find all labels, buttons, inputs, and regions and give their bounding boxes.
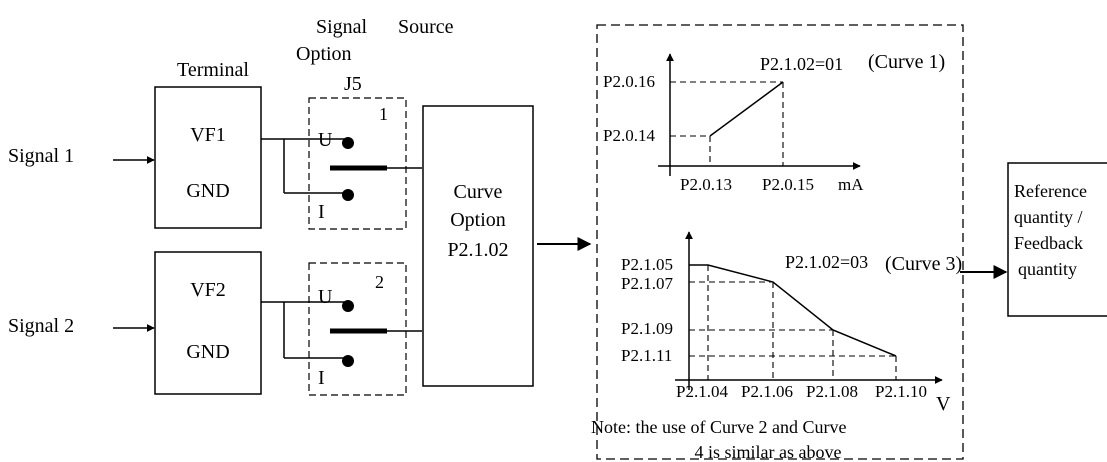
- output-box: [1007, 162, 1107, 317]
- curve-1-x-tick-right: P2.0.15: [762, 175, 814, 194]
- switch-2-number: 2: [375, 272, 384, 292]
- switch-2-voltage-label: U: [318, 286, 333, 308]
- terminal-1-pin-top: VF1: [190, 124, 226, 146]
- output-line-3: Feedback: [1014, 233, 1083, 253]
- terminal-1-box: [154, 86, 262, 229]
- terminal-header: Terminal: [177, 59, 249, 81]
- curve-3-x-tick-2: P2.1.06: [741, 382, 793, 401]
- signal-option-header-line2: Option: [296, 43, 352, 65]
- curve-panel: [596, 24, 964, 460]
- curve-3-y-tick-2: P2.1.07: [621, 274, 673, 293]
- curve-option-line2: Option: [450, 209, 506, 231]
- curve-option-box: [422, 105, 534, 387]
- terminal-2-pin-top: VF2: [190, 279, 226, 301]
- terminal-1-wiring: [261, 138, 422, 194]
- curve-3-x-tick-4: P2.1.10: [875, 382, 927, 401]
- curve-3-x-tick-3: P2.1.08: [806, 382, 858, 401]
- curve-option-line1: Curve: [454, 181, 503, 203]
- switch-1-voltage-contact: [342, 137, 354, 149]
- curve-3-chart: P2.1.05 P2.1.07 P2.1.09 P2.1.11 P2.1.04 …: [621, 231, 962, 415]
- terminal-2-pin-bottom: GND: [186, 341, 229, 363]
- switch-1-current-label: I: [318, 201, 325, 223]
- curve-3-y-tick-1: P2.1.05: [621, 255, 673, 274]
- curve-3-x-unit: V: [936, 393, 951, 415]
- curve-1-line: [709, 81, 784, 137]
- curve-3-y-tick-4: P2.1.11: [621, 346, 672, 365]
- curve-3-setting: P2.1.02=03: [785, 252, 868, 272]
- curve-option-parameter: P2.1.02: [447, 239, 508, 261]
- jumper-label: J5: [344, 73, 362, 95]
- terminal-1-pin-bottom: GND: [186, 180, 229, 202]
- signal-1-label: Signal 1: [8, 145, 74, 167]
- terminal-2-wiring: [261, 301, 422, 359]
- curve-3-line: [689, 264, 897, 357]
- switch-1-current-contact: [342, 189, 354, 201]
- switch-1-jumper-box: [308, 97, 407, 230]
- curve-3-y-tick-3: P2.1.09: [621, 319, 673, 338]
- curve-1-chart: P2.0.16 P2.0.14 P2.0.13 P2.0.15 mA P2.1.…: [603, 51, 945, 194]
- curve-3-x-tick-1: P2.1.04: [676, 382, 728, 401]
- switch-2-jumper-box: [308, 262, 407, 396]
- switch-1-voltage-label: U: [318, 129, 333, 151]
- curve-3-name: (Curve 3): [885, 253, 962, 275]
- switch-1-number: 1: [379, 104, 388, 124]
- curve-1-setting: P2.1.02=01: [760, 54, 843, 74]
- source-header: Source: [398, 16, 454, 38]
- note-line-2: 4 is similar as above: [695, 442, 842, 462]
- switch-2-current-label: I: [318, 367, 325, 389]
- curve-1-y-tick-bottom: P2.0.14: [603, 126, 655, 145]
- output-line-2: quantity /: [1014, 207, 1083, 227]
- switch-2-current-contact: [342, 355, 354, 367]
- note-line-1: Note: the use of Curve 2 and Curve: [591, 417, 846, 437]
- curve-1-y-tick-top: P2.0.16: [603, 72, 655, 91]
- output-line-4: quantity: [1018, 259, 1077, 279]
- curve-1-name: (Curve 1): [868, 51, 945, 73]
- signal-option-header-line1: Signal: [316, 16, 368, 38]
- terminal-2-box: [154, 251, 262, 395]
- curve-1-x-unit: mA: [838, 175, 864, 194]
- curve-1-x-tick-left: P2.0.13: [680, 175, 732, 194]
- switch-2-voltage-contact: [342, 300, 354, 312]
- signal-2-label: Signal 2: [8, 315, 74, 337]
- output-line-1: Reference: [1014, 181, 1087, 201]
